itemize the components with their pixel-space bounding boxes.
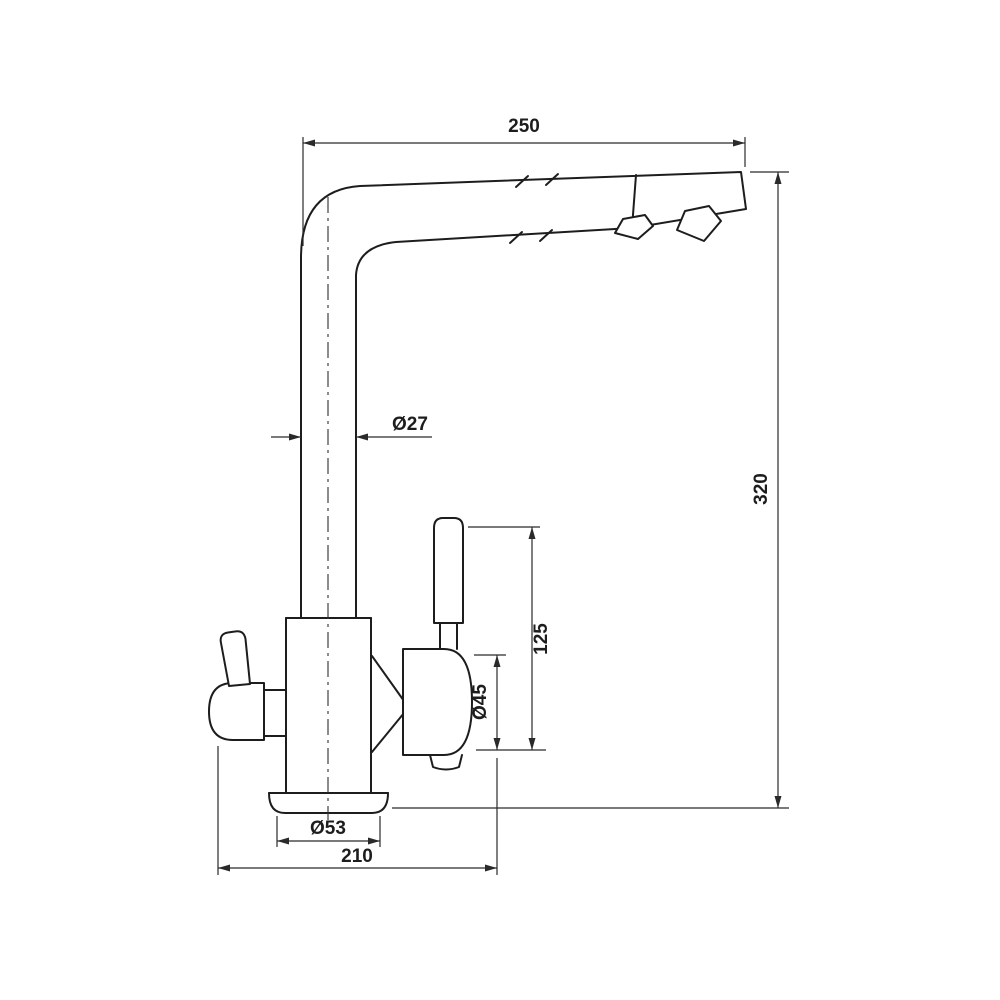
arrowhead-bottom [493,738,501,750]
dim-label-overall-height: 320 [751,473,772,505]
left-handle-lever [219,630,251,687]
dimension-base-diameter: Ø53 [276,816,381,847]
right-handle-bottom-nub [429,754,463,771]
right-handle-cone-bottom [371,712,405,753]
left-handle-knob [208,682,265,741]
dimension-handle-diameter: Ø45 [470,654,506,750]
arrowhead-right [733,139,745,147]
dim-label-lever-height: 125 [531,623,552,655]
arrowhead-top [493,655,501,667]
aerator-nozzle-right [676,205,722,242]
arrowhead-top [774,172,782,184]
dim-label-pipe-diameter: Ø27 [392,414,428,435]
right-handle-neck [439,622,458,650]
dimension-lever-height: 125 [468,526,552,751]
arrowhead-right [356,433,368,441]
dimension-overall-height: 320 [392,171,789,809]
dimension-base-depth: 210 [217,746,498,875]
arrowhead-bottom [528,738,536,750]
dimension-pipe-diameter: Ø27 [271,414,432,441]
right-handle-dome [402,648,473,756]
dimension-spout-reach: 250 [302,116,746,246]
left-handle-connector [263,689,287,737]
faucet-profile [300,171,747,619]
arrowhead-right [485,864,497,872]
right-handle-lever [433,517,464,624]
dim-label-spout-reach: 250 [508,116,540,137]
arrowhead-left [218,864,230,872]
spout-tick-marks [509,173,559,244]
arrowhead-left [303,139,315,147]
dim-label-handle-diameter: Ø45 [470,684,491,720]
arrowhead-bottom [774,796,782,808]
arrowhead-left [289,433,301,441]
arrowhead-top [528,527,536,539]
dim-label-base-depth: 210 [341,846,373,867]
faucet-body-group [208,171,747,820]
aerator-nozzle-left [614,214,654,240]
dim-label-base-diameter: Ø53 [310,818,346,839]
right-handle-cone-top [371,655,405,702]
arrowhead-left [277,837,289,845]
arrowhead-right [368,837,380,845]
